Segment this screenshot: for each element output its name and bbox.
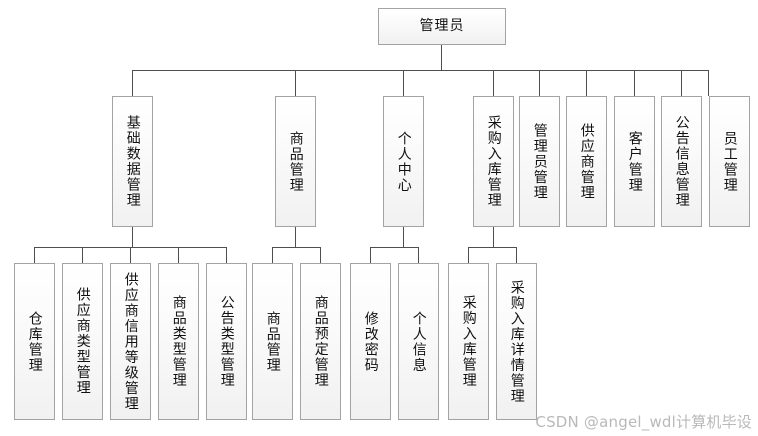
connector-drop-product <box>295 70 296 96</box>
node-label: 商品预定管理 <box>312 295 329 388</box>
connector-bus-personal <box>370 247 418 248</box>
node-label: 管理员 <box>419 18 465 35</box>
node-warehouse-management[interactable]: 仓库管理 <box>14 263 55 420</box>
node-basic-data-management[interactable]: 基础数据管理 <box>112 96 153 227</box>
connector-stem-personal <box>403 227 404 247</box>
node-administrator-management[interactable]: 管理员管理 <box>519 96 560 227</box>
connector-drop-change-password <box>370 247 371 263</box>
connector-drop-purchase-in <box>468 247 469 263</box>
node-supplier-management[interactable]: 供应商管理 <box>566 96 607 227</box>
node-supplier-credit-level-management[interactable]: 供应商信用等级管理 <box>110 263 151 420</box>
node-purchase-inbound-record-management[interactable]: 采购入库管理 <box>448 263 489 420</box>
node-label: 供应商管理 <box>578 122 595 201</box>
connector-drop-personal-info <box>418 247 419 263</box>
node-label: 公告信息管理 <box>673 115 690 208</box>
node-label: 个人中心 <box>395 130 412 193</box>
connector-bus-product <box>272 247 320 248</box>
connector-stem-purchase <box>493 227 494 247</box>
node-label: 采购入库详情管理 <box>508 279 525 404</box>
node-label: 供应商类型管理 <box>74 287 91 396</box>
node-label: 商品管理 <box>287 130 304 193</box>
node-staff-management[interactable]: 员工管理 <box>709 96 750 227</box>
node-purchase-inbound-management[interactable]: 采购入库管理 <box>473 96 514 227</box>
connector-drop-customer <box>634 70 635 96</box>
node-product-type-management[interactable]: 商品类型管理 <box>158 263 199 420</box>
connector-drop-product-manage <box>272 247 273 263</box>
node-label: 仓库管理 <box>26 310 43 373</box>
connector-drop-warehouse <box>34 247 35 263</box>
node-supplier-type-management[interactable]: 供应商类型管理 <box>62 263 103 420</box>
node-notice-information-management[interactable]: 公告信息管理 <box>661 96 702 227</box>
connector-drop-product-type <box>178 247 179 263</box>
node-label: 个人信息 <box>410 310 427 373</box>
connector-drop-notice <box>681 70 682 96</box>
connector-drop-supplier-credit <box>130 247 131 263</box>
node-change-password[interactable]: 修改密码 <box>350 263 391 420</box>
node-label: 商品类型管理 <box>170 295 187 388</box>
connector-drop-supplier-type <box>82 247 83 263</box>
node-label: 公告类型管理 <box>218 295 235 388</box>
connector-drop-purchase <box>493 70 494 96</box>
node-label: 修改密码 <box>362 310 379 373</box>
node-label: 采购入库管理 <box>485 115 502 208</box>
node-product-management[interactable]: 商品管理 <box>275 96 316 227</box>
connector-bus-purchase <box>468 247 516 248</box>
connector-root-stem <box>441 45 442 70</box>
connector-drop-supplier <box>586 70 587 96</box>
node-label: 基础数据管理 <box>124 115 141 208</box>
node-notice-type-management[interactable]: 公告类型管理 <box>206 263 247 420</box>
node-product-reservation-management[interactable]: 商品预定管理 <box>300 263 341 420</box>
node-personal-information[interactable]: 个人信息 <box>398 263 439 420</box>
connector-drop-purchase-detail <box>516 247 517 263</box>
node-label: 员工管理 <box>721 130 738 193</box>
node-purchase-inbound-detail-management[interactable]: 采购入库详情管理 <box>496 263 537 420</box>
node-customer-management[interactable]: 客户管理 <box>614 96 655 227</box>
connector-drop-basic-data <box>132 70 133 96</box>
node-personal-center[interactable]: 个人中心 <box>383 96 424 227</box>
connector-level2-bus <box>132 70 708 71</box>
node-root-administrator[interactable]: 管理员 <box>378 8 506 45</box>
connector-drop-personal <box>403 70 404 96</box>
connector-drop-notice-type <box>226 247 227 263</box>
node-label: 商品管理 <box>264 310 281 373</box>
node-product-item-management[interactable]: 商品管理 <box>252 263 293 420</box>
node-label: 管理员管理 <box>531 122 548 201</box>
node-label: 客户管理 <box>626 130 643 193</box>
connector-drop-product-reserve <box>320 247 321 263</box>
watermark-text: CSDN @angel_wdl计算机毕设 <box>535 413 752 431</box>
connector-drop-staff <box>708 70 709 96</box>
connector-drop-admin <box>539 70 540 96</box>
connector-stem-product <box>295 227 296 247</box>
connector-stem-basic-data <box>132 227 133 247</box>
node-label: 采购入库管理 <box>460 295 477 388</box>
node-label: 供应商信用等级管理 <box>122 271 139 412</box>
